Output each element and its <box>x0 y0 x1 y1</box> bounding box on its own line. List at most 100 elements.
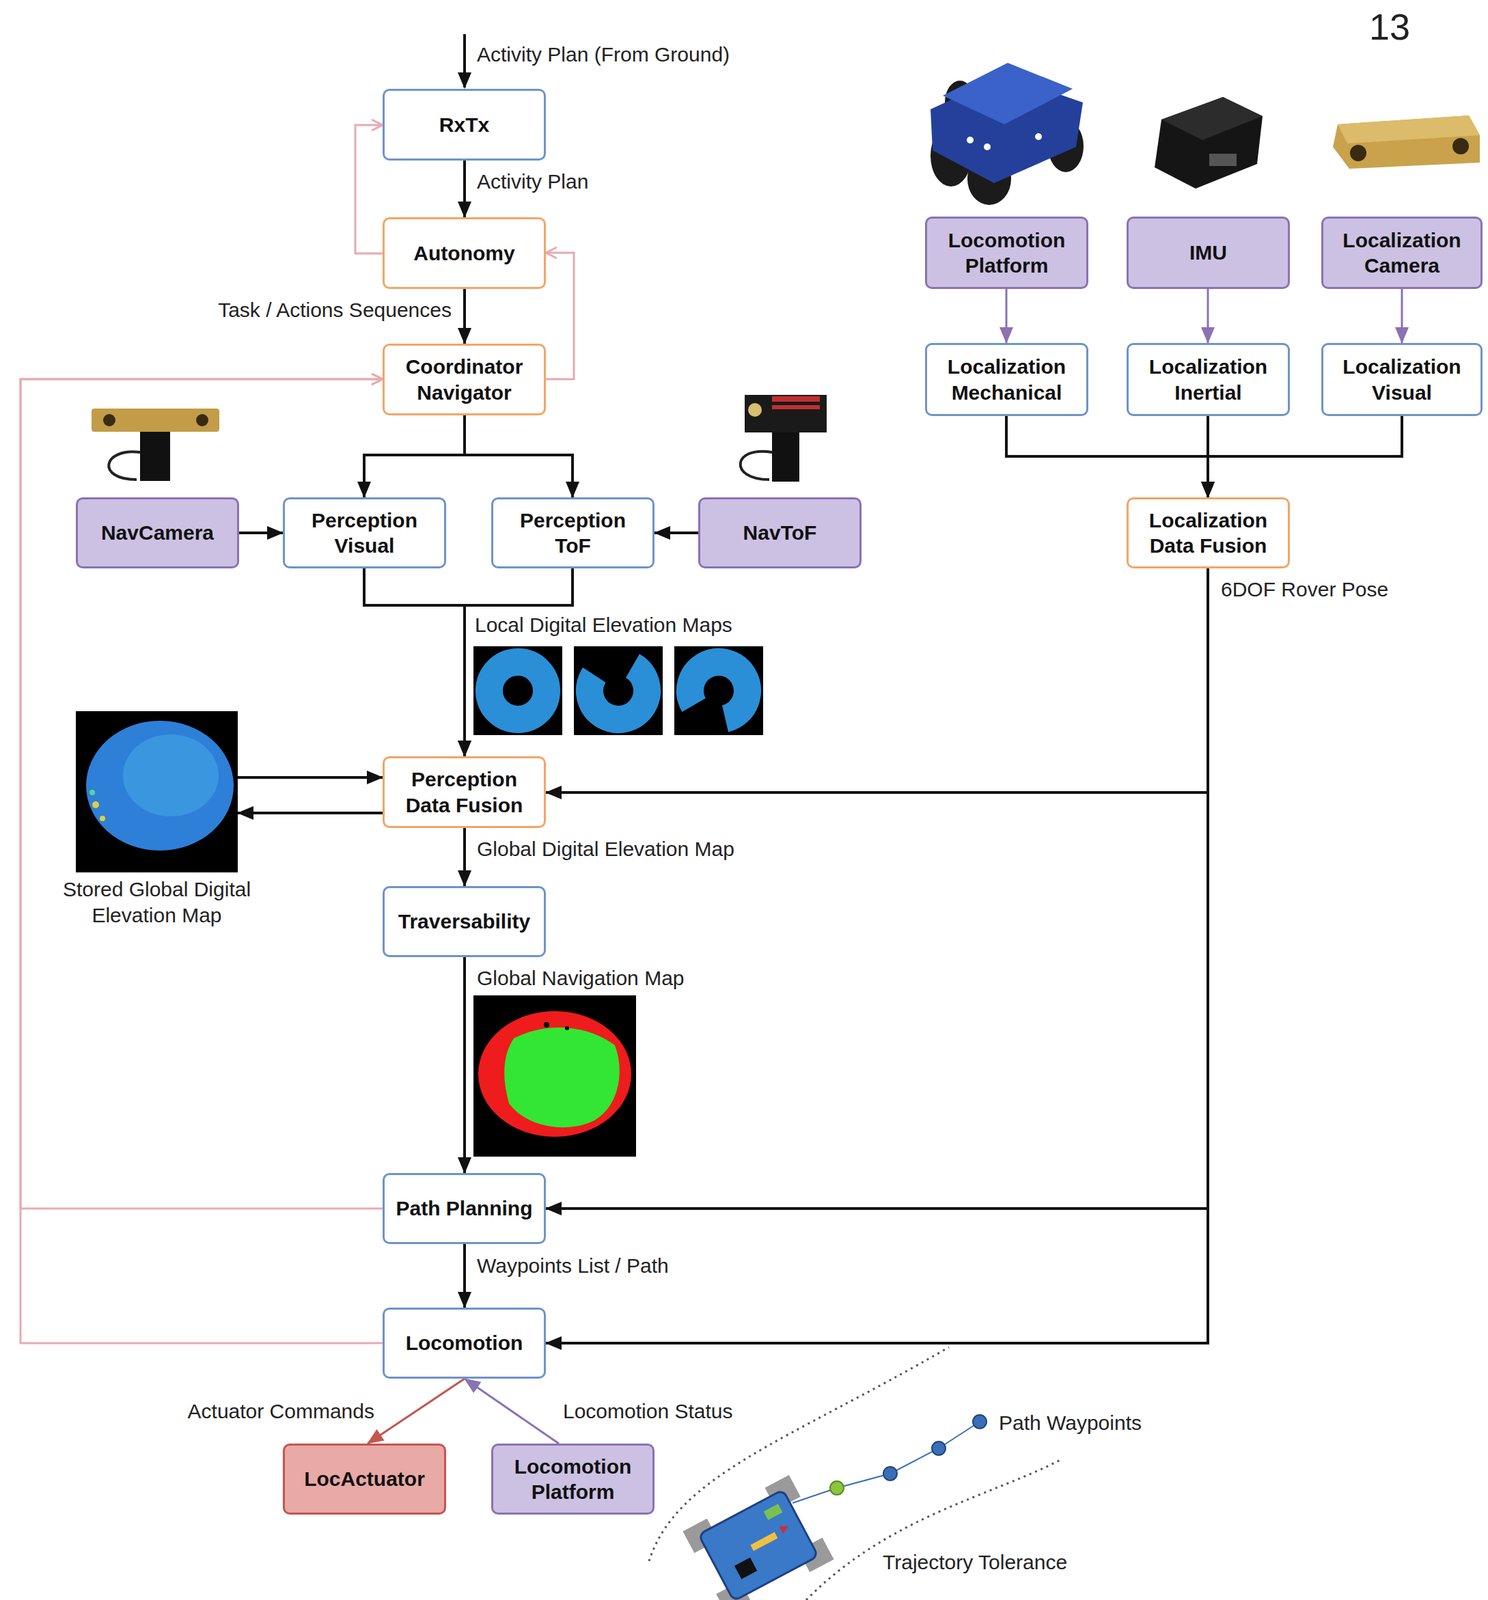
edge-label: Activity Plan <box>475 170 590 195</box>
pan-tilt-mount <box>772 432 800 482</box>
untraversable-area <box>478 1011 632 1137</box>
tof-stripe <box>772 405 820 410</box>
dem-image <box>674 646 764 736</box>
process-box: Localization Visual <box>1321 342 1483 417</box>
connector <box>364 568 465 757</box>
rover-symbol <box>734 1557 757 1580</box>
connector <box>654 531 699 535</box>
connector <box>545 568 1208 793</box>
edge-label: Global Navigation Map <box>475 966 686 991</box>
process-box: Perception Data Fusion <box>382 756 546 829</box>
annotation-label: Trajectory Tolerance <box>881 1550 1069 1575</box>
process-box: Path Planning <box>382 1173 546 1245</box>
rover-light <box>966 136 974 144</box>
imu-photo <box>1154 97 1263 189</box>
camera-lens <box>103 414 116 427</box>
connector <box>463 288 466 344</box>
camera-lens <box>196 414 209 427</box>
connector <box>1207 288 1210 343</box>
navcamera-photo <box>91 408 220 481</box>
edge-label: Actuator Commands <box>186 1399 376 1424</box>
dem-speck <box>92 801 100 809</box>
rover-photo <box>930 62 1084 205</box>
process-box: Perception Visual <box>282 497 447 569</box>
map-background <box>473 995 637 1157</box>
node-text: NavCamera <box>101 519 214 546</box>
rover-symbol <box>750 1532 778 1552</box>
edge-label: Locomotion Status <box>561 1399 734 1424</box>
rover-symbol <box>763 1503 783 1521</box>
node-text: LocActuator <box>304 1466 425 1493</box>
navigation-map-image <box>473 995 637 1157</box>
process-box: Traversability <box>382 886 546 958</box>
path-line <box>792 1421 980 1504</box>
cable <box>108 451 141 480</box>
node-text: Perception Visual <box>293 507 436 559</box>
node-text: Path Planning <box>395 1195 533 1222</box>
connector <box>545 568 1208 1344</box>
rover-top <box>942 62 1073 125</box>
node-text: Locomotion Platform <box>501 1453 645 1506</box>
imu-body <box>1154 97 1263 189</box>
rover-light <box>983 143 991 151</box>
tolerance-line <box>806 1459 1062 1600</box>
traversable-area <box>504 1027 620 1128</box>
imu-port <box>1209 153 1237 167</box>
dem-speck <box>89 789 95 796</box>
node-text: Perception Data Fusion <box>392 766 536 818</box>
process-box: NavCamera <box>75 497 240 569</box>
rover-light <box>1035 133 1042 141</box>
node-text: Locomotion Platform <box>935 227 1079 279</box>
tof-lens <box>748 403 762 417</box>
edge-label: 6DOF Rover Pose <box>1219 577 1390 602</box>
node-text: RxTx <box>439 112 490 139</box>
node-text: Localization Data Fusion <box>1136 507 1280 559</box>
process-box: Localization Camera <box>1321 216 1483 289</box>
dem-ring <box>679 651 759 731</box>
connector <box>464 415 573 498</box>
connector <box>464 568 573 757</box>
process-box: LocActuator <box>282 1443 447 1515</box>
waypoint <box>931 1441 946 1456</box>
node-text: Localization Camera <box>1331 227 1473 279</box>
connector <box>1006 416 1208 498</box>
waypoint <box>972 1414 987 1429</box>
edge-label: Waypoints List / Path <box>475 1254 671 1279</box>
connector <box>545 252 574 380</box>
dem-background <box>75 711 238 873</box>
connector <box>1207 416 1402 498</box>
connector <box>237 811 383 815</box>
node-text: Locomotion <box>405 1330 524 1357</box>
edge-label: Global Digital Elevation Map <box>475 837 736 862</box>
connector <box>463 160 466 218</box>
annotation-label: Activity Plan (From Ground) <box>475 43 732 67</box>
node-text: IMU <box>1189 239 1228 266</box>
rover-body <box>698 1490 818 1600</box>
edge-label: Task / Actions Sequences <box>216 298 453 323</box>
connector <box>463 1244 466 1308</box>
connector <box>237 776 383 779</box>
node-text: Localization Mechanical <box>935 353 1079 406</box>
connector <box>364 415 465 498</box>
connector <box>1005 288 1008 343</box>
process-box: Locomotion Platform <box>491 1443 655 1515</box>
tof-stripe <box>772 396 820 402</box>
map-speck <box>543 1022 550 1028</box>
camera-lens <box>1452 138 1469 155</box>
dem-area <box>122 734 219 817</box>
camera-lens <box>1349 144 1367 162</box>
process-box: Locomotion Platform <box>925 216 1089 289</box>
process-box: Localization Mechanical <box>925 342 1089 417</box>
dem-image <box>473 646 563 736</box>
waypoint <box>830 1481 844 1495</box>
localization-camera-photo <box>1332 115 1480 169</box>
node-text: Traversability <box>398 908 531 935</box>
dem-image <box>573 646 663 736</box>
tof-body <box>744 394 827 433</box>
rover-icon <box>682 1475 834 1600</box>
imu-top <box>1161 97 1263 141</box>
edge-label: Local Digital Elevation Maps <box>473 613 734 638</box>
process-box: Localization Inertial <box>1126 342 1290 417</box>
connector <box>463 957 466 1174</box>
pan-tilt-mount <box>140 431 171 481</box>
